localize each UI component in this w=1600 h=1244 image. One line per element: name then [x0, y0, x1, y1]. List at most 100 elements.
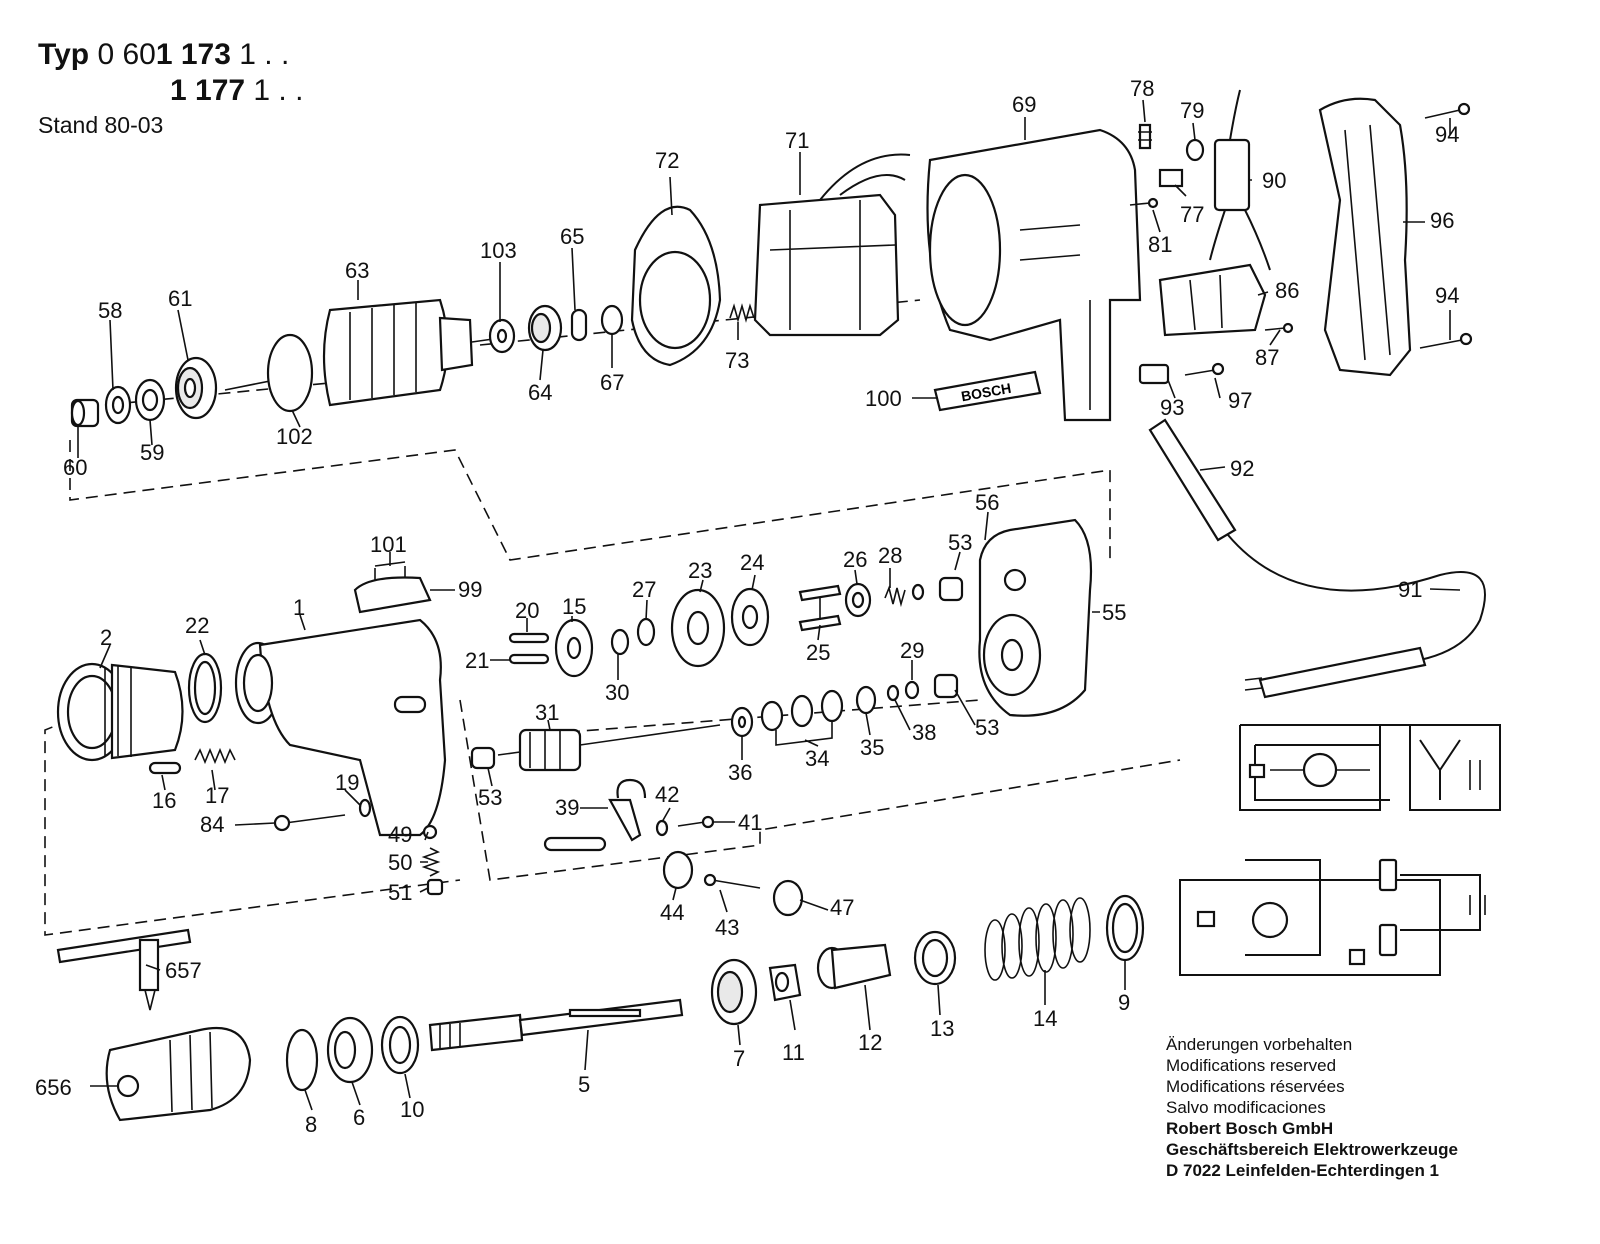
part-656-drill-chuck [105, 1026, 252, 1122]
label-15: 15 [562, 594, 586, 619]
label-93: 93 [1160, 395, 1184, 420]
part-7-ball-bearing [710, 958, 758, 1026]
label-102: 102 [276, 424, 313, 449]
part-86-switch [1158, 263, 1267, 337]
label-10: 10 [400, 1097, 424, 1122]
part-34-washers [760, 689, 844, 746]
part-25-spring-clip [798, 584, 842, 632]
label-12: 12 [858, 1030, 882, 1055]
part-61-ball-bearing [174, 356, 218, 420]
label-56: 56 [975, 490, 999, 515]
company-name: Robert Bosch GmbH [1166, 1119, 1334, 1138]
label-103: 103 [480, 238, 517, 263]
model-1-bold: 1 173 [155, 38, 231, 71]
part-50-spring [421, 847, 441, 877]
label-101: 101 [370, 532, 407, 557]
part-36-washer [730, 706, 754, 738]
label-24: 24 [740, 550, 764, 575]
part-96-handle [1318, 97, 1412, 377]
label-2: 2 [100, 625, 112, 650]
part-26-washer [844, 582, 872, 618]
guide-spindle [459, 699, 1181, 881]
part-30-washer [610, 628, 630, 656]
label-81: 81 [1148, 232, 1172, 257]
part-90-suppressor [1209, 89, 1271, 271]
part-78-screw [1138, 123, 1152, 150]
label-5: 5 [578, 1072, 590, 1097]
part-94-screw-bottom [1419, 332, 1473, 349]
part-35-washer [855, 685, 877, 715]
label-63: 63 [345, 258, 369, 283]
part-60-bushing [70, 398, 100, 428]
notice-es: Salvo modificaciones [1166, 1098, 1326, 1117]
part-22-ring [187, 652, 223, 724]
part-81-screw [1129, 197, 1159, 209]
typ-label: Typ [38, 38, 90, 71]
label-42: 42 [655, 782, 679, 807]
part-8-circlip [285, 1028, 319, 1092]
label-53-a: 53 [948, 530, 972, 555]
leader-lines [77, 99, 1461, 1111]
part-13-bushing [913, 930, 957, 986]
part-12-clutch-sleeve [816, 943, 892, 990]
part-92-cord-sleeve [1148, 418, 1237, 542]
label-47: 47 [830, 895, 854, 920]
label-94-a: 94 [1435, 122, 1459, 147]
label-91: 91 [1398, 577, 1422, 602]
label-71: 71 [785, 128, 809, 153]
model-2-suffix: 1 . . [245, 74, 304, 107]
label-7: 7 [733, 1046, 745, 1071]
part-53-bushing-shaft [470, 746, 496, 770]
part-number-labels: 2 22 1 101 99 16 17 19 84 49 50 51 20 21… [35, 76, 1459, 1137]
modification-notice: Änderungen vorbehalten Modifications res… [1166, 1034, 1352, 1118]
part-47-knob [772, 879, 804, 917]
part-23-gear [670, 588, 726, 668]
label-90: 90 [1262, 168, 1286, 193]
company-address: Robert Bosch GmbH Geschäftsbereich Elekt… [1166, 1118, 1458, 1181]
model-line-2: 1 177 1 . . [170, 74, 303, 108]
part-100-nameplate: BOSCH [933, 370, 1042, 412]
label-25: 25 [806, 640, 830, 665]
part-67-washer [600, 304, 624, 336]
part-97-screw [1184, 362, 1225, 376]
notice-fr: Modifications réservées [1166, 1077, 1345, 1096]
label-65: 65 [560, 224, 584, 249]
label-26: 26 [843, 547, 867, 572]
part-72-fan-baffle [630, 205, 722, 367]
label-30: 30 [605, 680, 629, 705]
model-1-prefix: 0 60 [97, 38, 156, 71]
part-2-front-sleeve [56, 662, 184, 762]
label-656: 656 [35, 1075, 72, 1100]
label-86: 86 [1275, 278, 1299, 303]
part-21-pin [508, 653, 550, 665]
label-36: 36 [728, 760, 752, 785]
guide-front-housing [44, 719, 461, 936]
part-31-intermediate-shaft [497, 724, 721, 772]
part-28-spring [884, 585, 906, 608]
label-11: 11 [782, 1040, 805, 1065]
label-58: 58 [98, 298, 122, 323]
part-84-screw [273, 814, 346, 832]
label-29: 29 [900, 638, 924, 663]
label-97: 97 [1228, 388, 1252, 413]
part-65-clip [570, 308, 588, 342]
label-72: 72 [655, 148, 679, 173]
label-53-b: 53 [975, 715, 999, 740]
label-34: 34 [805, 746, 829, 771]
label-50: 50 [388, 850, 412, 875]
label-60: 60 [63, 455, 87, 480]
label-61: 61 [168, 286, 192, 311]
label-39: 39 [555, 795, 579, 820]
model-line-1: Typ 0 601 173 1 . . [38, 38, 289, 72]
label-28: 28 [878, 543, 902, 568]
part-51-screw [426, 878, 444, 896]
part-55-gear-cover [978, 518, 1093, 717]
label-99: 99 [458, 577, 482, 602]
label-22: 22 [185, 613, 209, 638]
part-657-chuck-key [56, 928, 192, 1011]
part-1-gear-housing [234, 618, 447, 837]
label-43: 43 [715, 915, 739, 940]
part-53-bushing-lower [933, 673, 959, 699]
part-11-nut [768, 963, 802, 1002]
